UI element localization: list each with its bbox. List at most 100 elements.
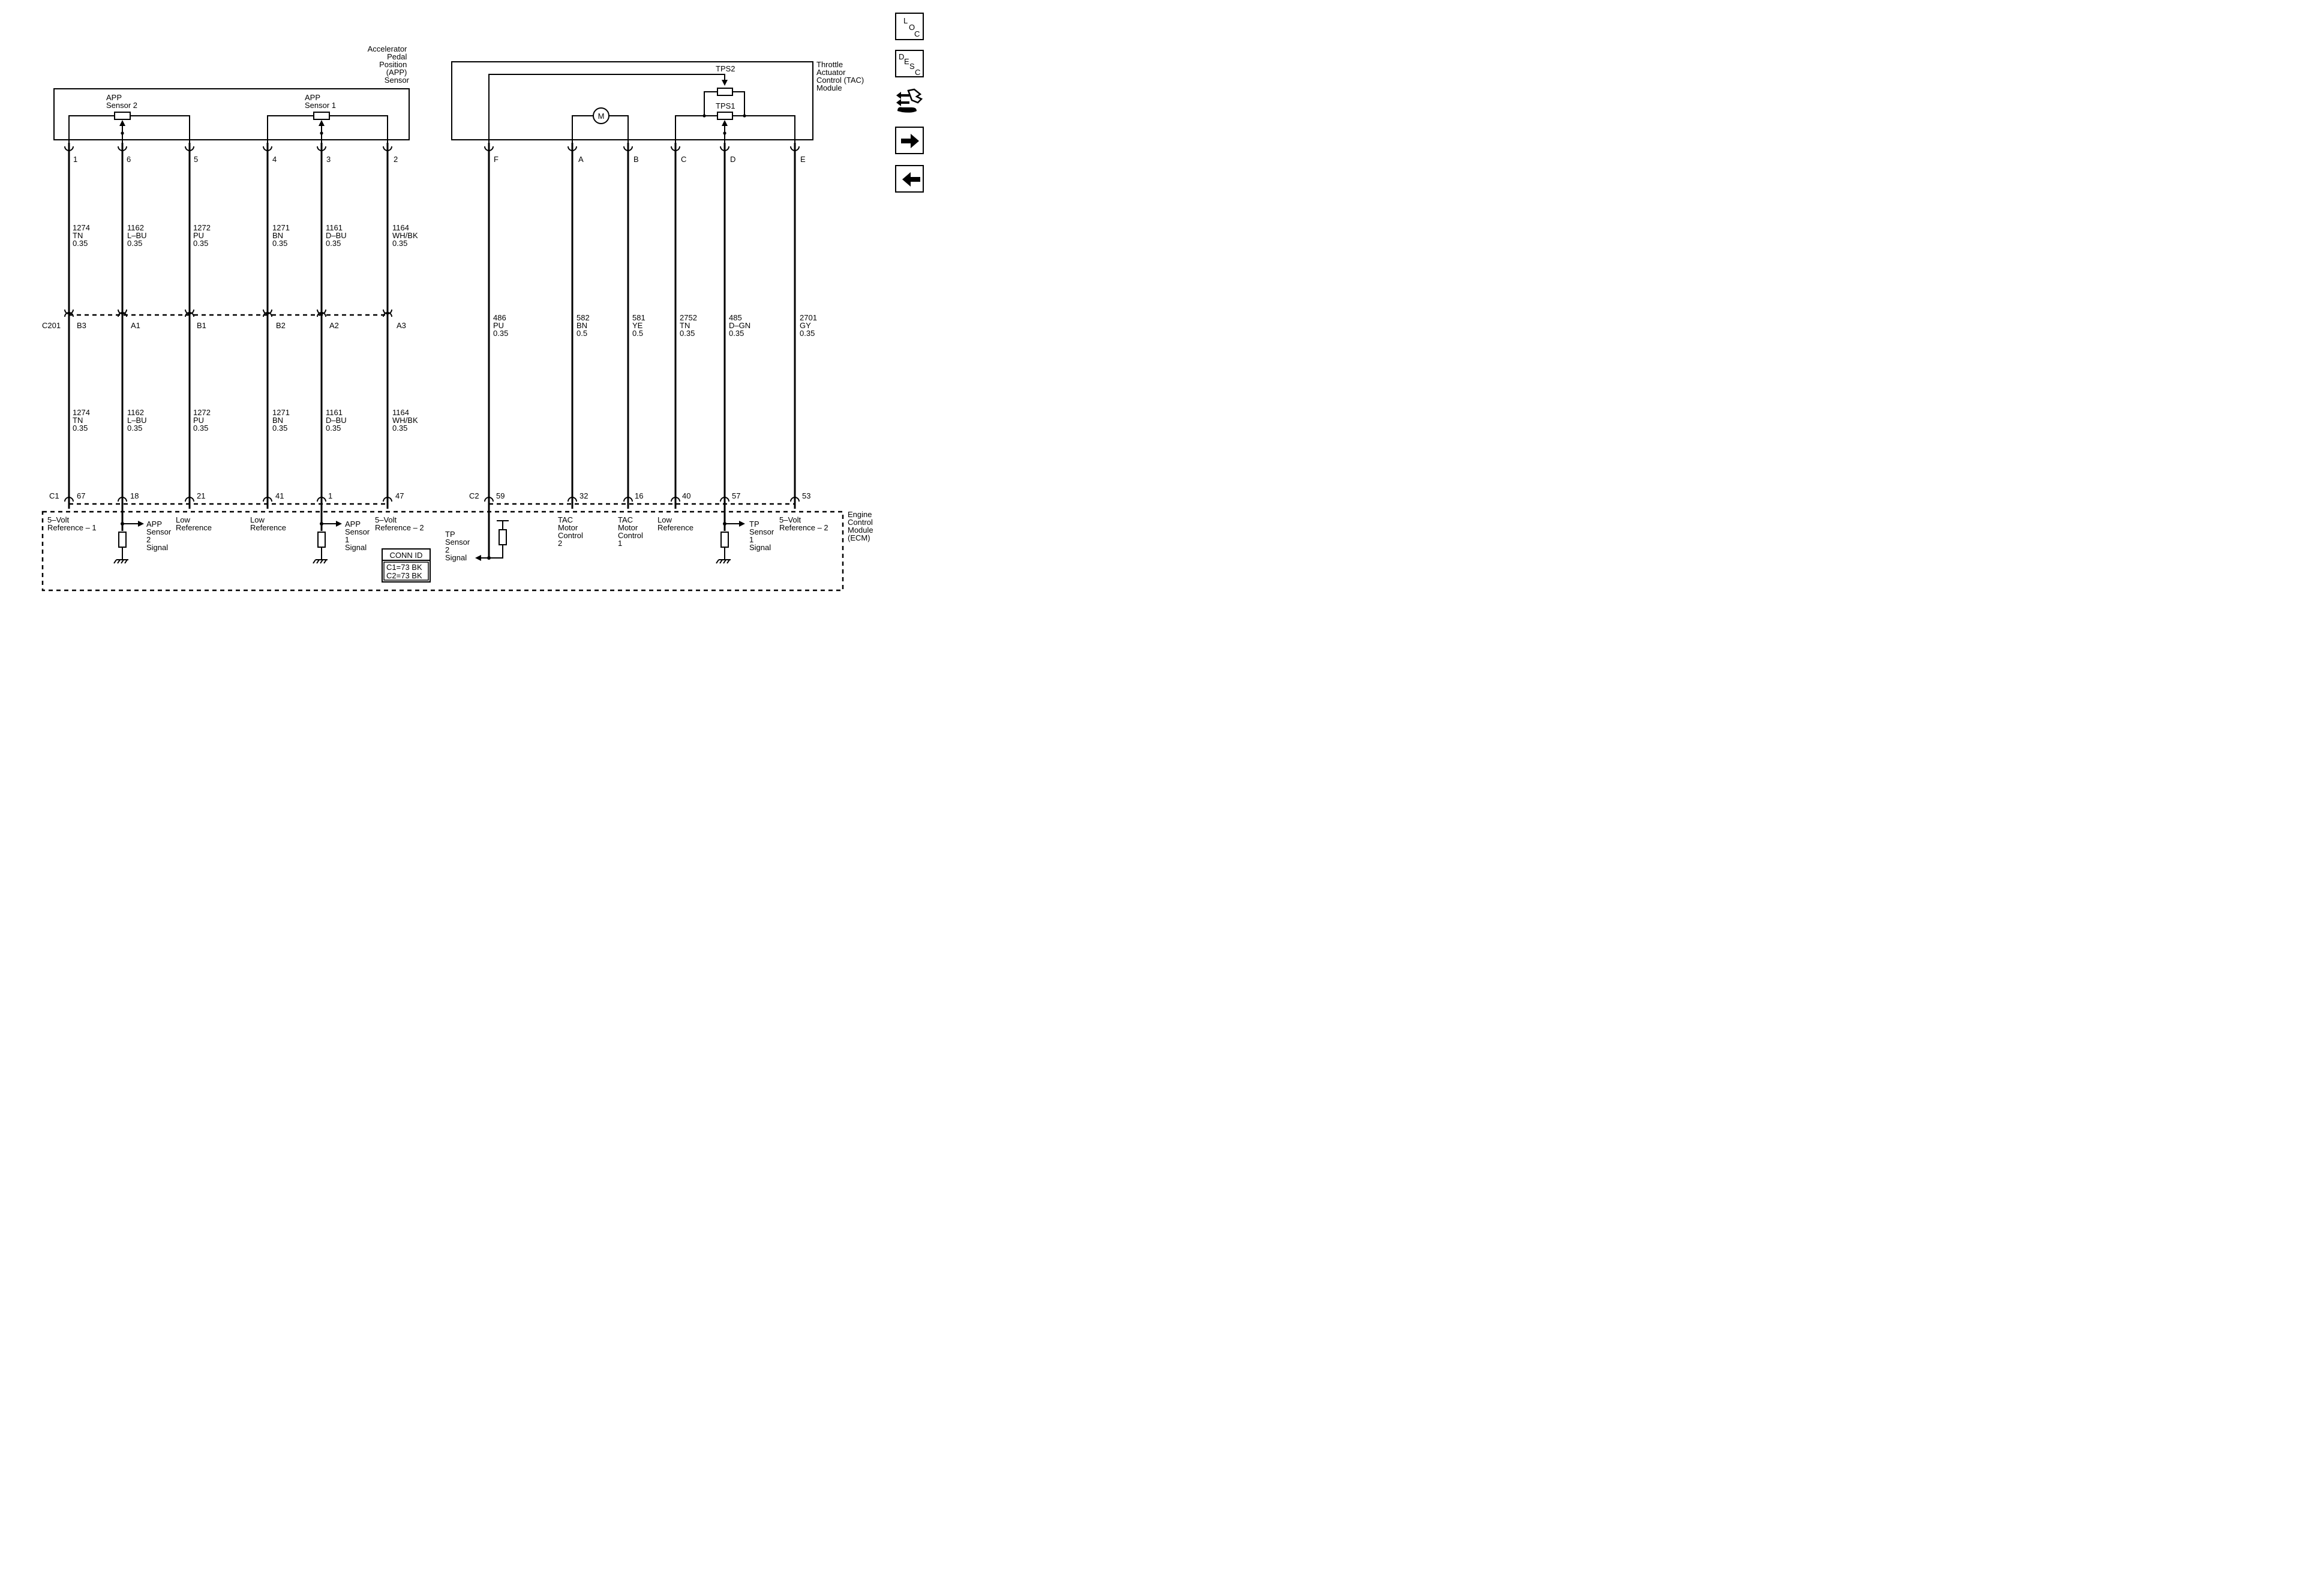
pin-label: B: [633, 155, 639, 164]
ecm-pin-label: 41: [275, 491, 284, 500]
svg-text:C: C: [914, 29, 920, 38]
tac-module-box: [451, 61, 813, 140]
c201-label: C201: [42, 321, 61, 330]
desc-button[interactable]: D E S C: [895, 50, 924, 77]
app-sensor-box: [53, 88, 410, 140]
connector-repair-button[interactable]: [894, 87, 925, 115]
ecm-pin-label: 67: [77, 491, 85, 500]
previous-arrow-icon: [902, 172, 920, 187]
conn-id-line: C2=73 BK: [386, 571, 422, 580]
c2-label: C2: [469, 491, 479, 500]
next-button[interactable]: [895, 127, 924, 154]
app-sensor-label: Accelerator Pedal Position (APP) Sensor: [368, 44, 410, 85]
svg-text:L: L: [903, 16, 908, 25]
conn-id-title: CONN ID: [390, 551, 423, 560]
app-sensor-2-potentiometer: APP Sensor 2: [68, 93, 190, 144]
ecm-pin-label: 59: [496, 491, 505, 500]
c201-pin-label: A1: [131, 321, 140, 330]
svg-text:S: S: [909, 62, 915, 71]
pin-label: 1: [73, 155, 77, 164]
app-sensor-2-label: APP Sensor 2: [106, 93, 137, 110]
conn-id-table: CONN ID C1=73 BK C2=73 BK: [382, 548, 431, 583]
ecm-pin-label: 21: [197, 491, 205, 500]
c201-pin-label: B3: [77, 321, 86, 330]
svg-text:D: D: [899, 52, 904, 61]
tps2-potentiometer: TPS2: [704, 64, 745, 116]
c1-label: C1: [49, 491, 59, 500]
svg-text:O: O: [909, 23, 915, 32]
ecm-pin-label: 40: [682, 491, 690, 500]
previous-button[interactable]: [895, 165, 924, 193]
app-sensor-1-label: APP Sensor 1: [305, 93, 336, 110]
ecm-pin-label: 32: [580, 491, 588, 500]
c201-pin-label: A2: [329, 321, 339, 330]
ecm-pin-label: 53: [802, 491, 810, 500]
pin-label: A: [578, 155, 584, 164]
connector-repair-icon: [896, 88, 923, 113]
svg-text:E: E: [904, 57, 909, 66]
pin-label: C: [681, 155, 686, 164]
tac-motor: M: [572, 107, 629, 144]
svg-text:C: C: [915, 68, 920, 77]
pin-label: 5: [194, 155, 198, 164]
pin-label: F: [494, 155, 499, 164]
tps2-label: TPS2: [716, 64, 735, 73]
c201-pin-label: A3: [397, 321, 406, 330]
ecm-pin-label: 16: [635, 491, 643, 500]
ecm-pin-label: 47: [395, 491, 404, 500]
ecm-label: Engine Control Module (ECM): [848, 510, 875, 542]
conn-id-line: C1=73 BK: [386, 563, 422, 572]
ecm-box: [41, 511, 844, 592]
ecm-pin-label: 57: [732, 491, 740, 500]
next-arrow-icon: [901, 134, 919, 148]
wiring-schematic: Accelerator Pedal Position (APP) Sensor …: [41, 44, 875, 592]
pin-label: 4: [272, 155, 277, 164]
desc-icon: D E S C: [899, 52, 920, 77]
ecm-pin-label: 1: [328, 491, 332, 500]
pin-label: E: [800, 155, 806, 164]
loc-button[interactable]: L O C: [895, 13, 924, 40]
ecm-pin-label: 18: [130, 491, 139, 500]
pin-label: 3: [326, 155, 331, 164]
pin-label: 2: [394, 155, 398, 164]
motor-label: M: [598, 112, 605, 121]
